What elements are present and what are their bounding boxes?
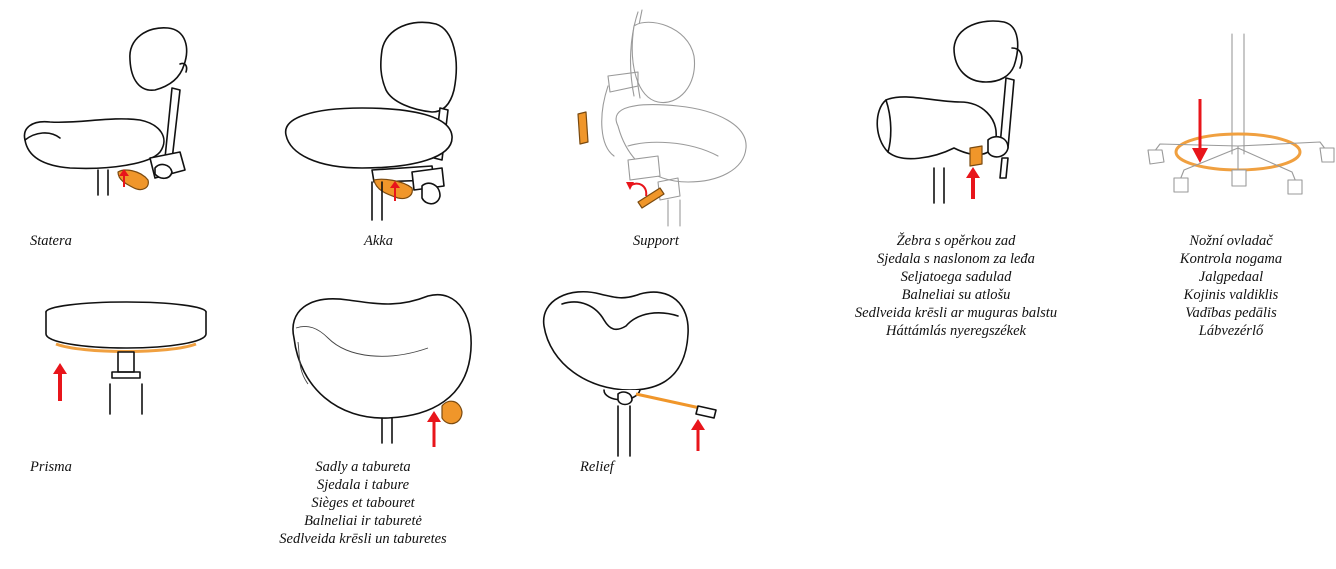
caption-line: Support xyxy=(633,232,679,250)
caption-relief: Relief xyxy=(580,458,614,476)
caption-support: Support xyxy=(633,232,679,250)
caption-line: Háttámlás nyeregszékek xyxy=(826,322,1086,340)
caption-akka: Akka xyxy=(364,232,393,250)
caption-line: Statera xyxy=(30,232,72,250)
caption-line: Kontrola nogama xyxy=(1126,250,1336,268)
statera-illustration xyxy=(20,20,190,195)
statera-red-arrow xyxy=(116,168,132,188)
caption-statera: Statera xyxy=(30,232,72,250)
caption-line: Sjedala s naslonom za leđa xyxy=(826,250,1086,268)
caption-line: Sedlveida krēsli ar muguras balstu xyxy=(826,304,1086,322)
saddle-stool-illustration xyxy=(288,288,478,443)
caption-line: Sedlveida krēsli un taburetes xyxy=(250,530,476,548)
backrest-red-arrow xyxy=(965,166,981,200)
caption-line: Sadly a tabureta xyxy=(250,458,476,476)
support-illustration xyxy=(568,6,758,226)
caption-line: Lábvezérlő xyxy=(1126,322,1336,340)
caption-line: Sjedala i tabure xyxy=(250,476,476,494)
foot-control-illustration xyxy=(1140,34,1336,199)
caption-line: Sièges et tabouret xyxy=(250,494,476,512)
relief-red-arrow xyxy=(690,418,706,452)
caption-line: Nožní ovladač xyxy=(1126,232,1336,250)
caption-line: Balneliai su atlošu xyxy=(826,286,1086,304)
caption-prisma: Prisma xyxy=(30,458,72,476)
support-rotate-arrow xyxy=(624,178,650,202)
caption-line: Balneliai ir taburetė xyxy=(250,512,476,530)
caption-backrest-saddles: Žebra s opěrkou zad Sjedala s naslonom z… xyxy=(826,232,1086,340)
foot-control-red-arrow xyxy=(1190,98,1210,164)
caption-line: Žebra s opěrkou zad xyxy=(826,232,1086,250)
caption-saddles-stool: Sadly a tabureta Sjedala i tabure Sièges… xyxy=(250,458,476,548)
akka-illustration xyxy=(282,20,472,220)
caption-line: Prisma xyxy=(30,458,72,476)
akka-red-arrow xyxy=(387,180,403,202)
caption-line: Vadības pedālis xyxy=(1126,304,1336,322)
caption-line: Akka xyxy=(364,232,393,250)
saddle-stool-red-arrow xyxy=(426,410,442,448)
backrest-saddle-illustration xyxy=(874,18,1034,203)
caption-foot-control: Nožní ovladač Kontrola nogama Jalgpedaal… xyxy=(1126,232,1336,340)
caption-line: Relief xyxy=(580,458,614,476)
caption-line: Jalgpedaal xyxy=(1126,268,1336,286)
caption-line: Seljatoega sadulad xyxy=(826,268,1086,286)
caption-line: Kojinis valdiklis xyxy=(1126,286,1336,304)
prisma-red-arrow xyxy=(52,362,68,402)
